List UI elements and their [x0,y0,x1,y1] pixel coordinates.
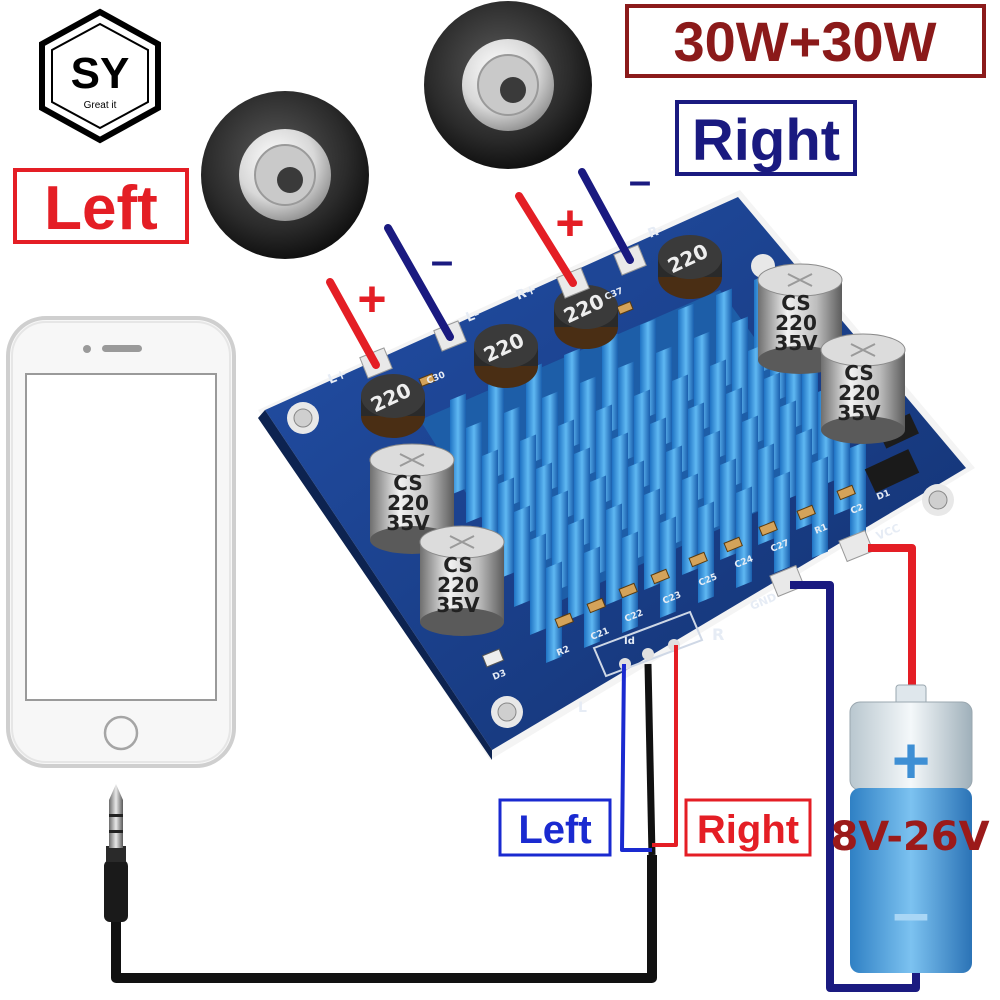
gnd-wire [790,581,920,992]
audio-right-label-text: Right [697,808,799,852]
capacitor-label: 35V [386,511,430,535]
audio-cable [111,645,678,983]
right-speaker-minus-wire [578,168,634,264]
silk-right-plus: R+ [514,282,539,304]
heatsink-fin [622,531,638,633]
audio-right-wire [652,645,678,847]
right-speaker-plus-wire [515,192,577,287]
heatsink-fin [530,533,546,635]
speaker-wires [326,168,634,369]
left-speaker-plus-sign: + [357,271,386,327]
heatsink-fin [850,441,866,543]
heatsink-fin [758,443,774,545]
heatsink-fin [736,486,752,588]
silk-input-gnd: Id [624,636,635,647]
left-speaker-label: Left [13,168,189,244]
phone-home-button [103,715,139,751]
capacitor-label: CS [781,291,810,315]
silk-ref-d3: D3 [491,668,507,682]
power-rating-badge: 30W+30W [625,4,986,78]
battery: + – [849,684,973,973]
power-wires [790,544,920,992]
heatsink-fin [514,505,530,607]
battery-voltage-label: 8V-26V [830,814,989,860]
right-speaker-label: Right [675,100,857,176]
capacitor-label: CS [393,471,422,495]
capacitor-label: 220 [387,491,429,515]
capacitor-label: 35V [436,593,480,617]
silk-ref-r1: R1 [813,523,829,537]
silk-input-right: R [712,625,724,644]
capacitor-label: 35V [774,331,818,355]
audio-right-label: Right [684,798,812,857]
power-rating-text: 30W+30W [674,10,937,73]
capacitor-label: 220 [838,381,880,405]
heatsink-fin [482,449,498,551]
silk-ref-c2: C2 [849,503,865,517]
left-speaker [201,91,369,259]
left-speaker-plus-wire [326,278,380,369]
smartphone [6,316,236,768]
heatsink-fin [606,503,622,605]
capacitor-label: 35V [837,401,881,425]
audio-cable-main [111,855,657,983]
brand-tagline: Great it [84,100,117,111]
mounting-holes [287,254,954,728]
right-speaker-plus-sign: + [555,195,584,251]
heatsink-fin [584,546,600,648]
heatsink-fin [568,518,584,620]
battery-plus-sign: + [892,723,931,797]
left-speaker-minus-wire [384,224,454,341]
heatsink-fin [698,501,714,603]
left-speaker-label-text: Left [44,174,158,243]
audio-plug [104,784,128,922]
heatsink-fin [774,471,790,573]
heatsink-fin [546,561,562,663]
phone-screen [25,373,217,701]
silk-right-minus: R- [646,222,666,242]
capacitor-label: CS [844,361,873,385]
audio-left-wire [620,663,652,852]
silk-ref-d1: D1 [875,488,891,502]
led-d3 [481,648,505,668]
audio-left-label-text: Left [518,808,591,852]
silk-left-plus: L+ [326,367,349,388]
battery-minus-sign: – [893,875,930,949]
heatsink-fin [720,458,736,560]
inductor: 220 [658,235,722,299]
capacitor-label: 220 [775,311,817,335]
phone-speaker-slot [102,345,142,352]
silk-left-minus: L- [464,307,482,326]
right-speaker-label-text: Right [692,108,840,173]
heatsink-fin [682,473,698,575]
diode-d1 [864,449,920,493]
right-speaker [424,1,592,169]
inductor: 220 [361,374,425,438]
vcc-wire [868,544,916,690]
silk-input-left: L [578,700,587,716]
brand-logo-letters: SY [71,49,130,98]
right-speaker-minus-sign: – [629,159,651,203]
heatsink-fin [812,456,828,558]
heatsink-fin [796,428,812,530]
brand-logo: SY Great it [39,8,161,144]
capacitor-label: CS [443,553,472,577]
audio-ground-wire [644,663,656,856]
heatsink-fin [660,516,676,618]
heatsink-fin [644,488,660,590]
heatsink-fin [466,421,482,523]
silk-ref-r2: R2 [555,645,571,659]
audio-left-label: Left [498,798,612,857]
capacitor-label: 220 [437,573,479,597]
inductor: 220 [474,324,538,388]
left-speaker-minus-sign: – [431,239,453,283]
smd-components [418,301,856,629]
